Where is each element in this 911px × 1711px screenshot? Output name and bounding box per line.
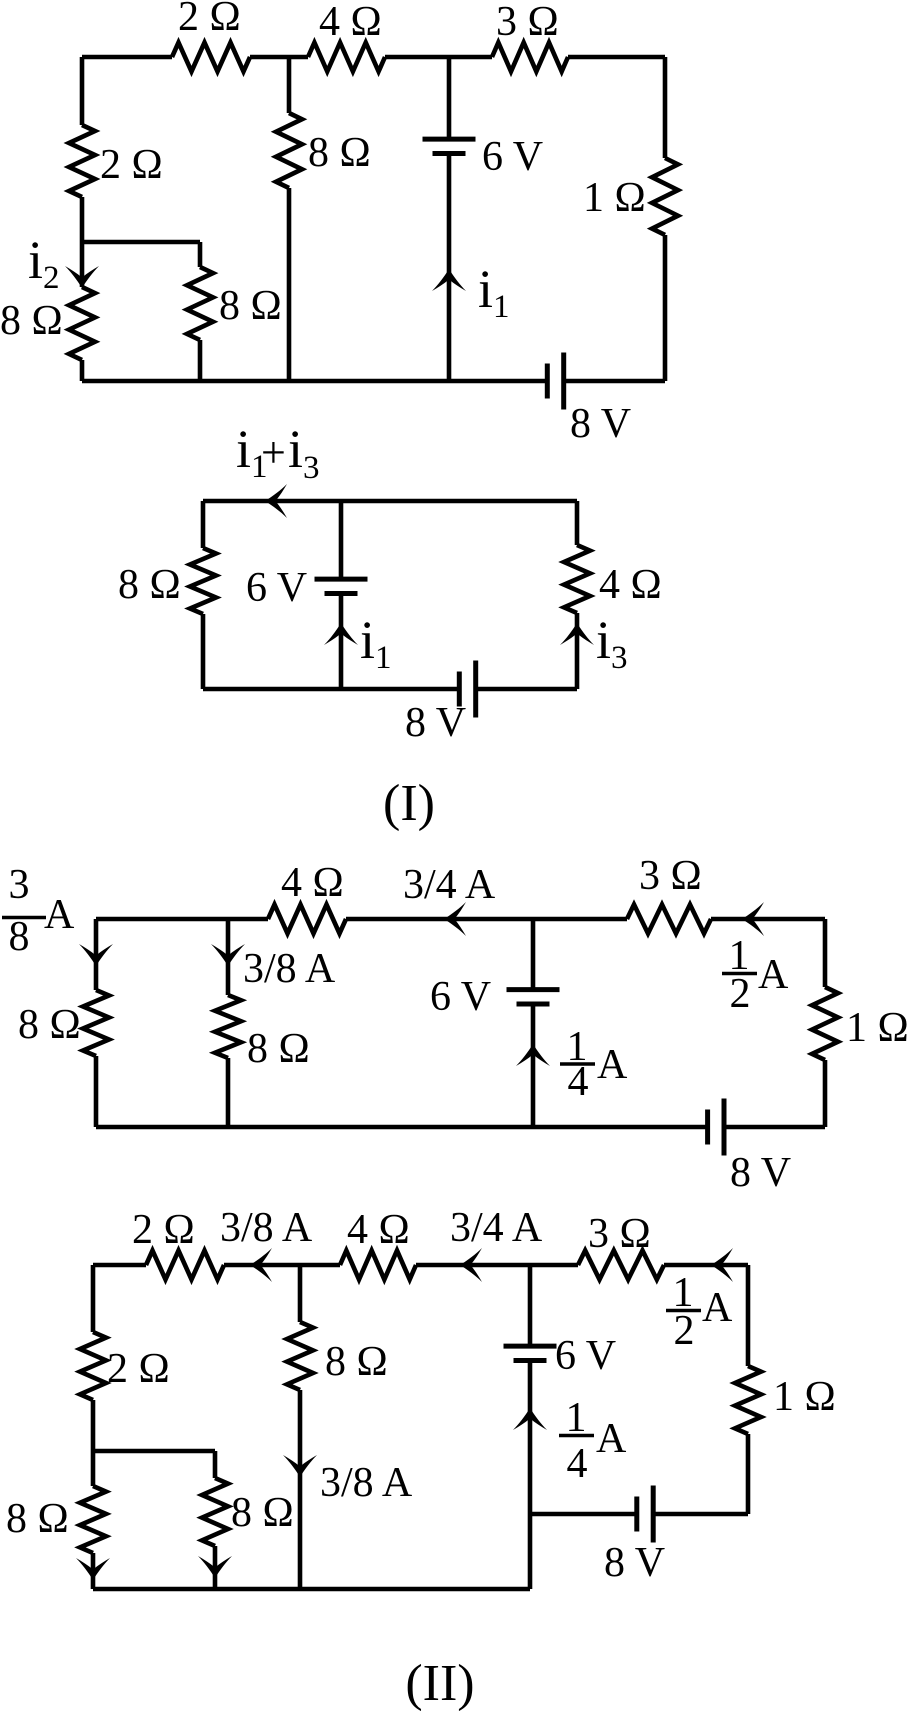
svg-text:(II): (II) — [405, 1655, 474, 1711]
svg-text:2: 2 — [43, 260, 60, 296]
svg-text:6 V: 6 V — [430, 974, 491, 1020]
svg-text:1 Ω: 1 Ω — [583, 175, 646, 221]
svg-text:8 Ω: 8 Ω — [0, 298, 63, 344]
svg-text:3 Ω: 3 Ω — [639, 853, 702, 899]
svg-text:i: i — [360, 610, 375, 670]
svg-text:1: 1 — [566, 1395, 587, 1441]
svg-text:i: i — [596, 610, 611, 670]
svg-text:8 Ω: 8 Ω — [6, 1496, 69, 1542]
svg-text:i: i — [478, 259, 493, 319]
svg-text:1: 1 — [493, 289, 510, 325]
svg-text:8 Ω: 8 Ω — [219, 283, 282, 329]
svg-text:3: 3 — [9, 862, 30, 908]
svg-text:4 Ω: 4 Ω — [347, 1207, 410, 1253]
svg-text:8 V: 8 V — [405, 700, 466, 746]
svg-text:A: A — [758, 952, 789, 998]
svg-text:1 Ω: 1 Ω — [773, 1374, 836, 1420]
svg-text:A: A — [597, 1042, 628, 1088]
svg-text:8: 8 — [9, 914, 30, 960]
svg-text:A: A — [44, 892, 75, 938]
svg-text:3/8 A: 3/8 A — [320, 1460, 413, 1506]
svg-text:3/8 A: 3/8 A — [243, 946, 336, 992]
svg-text:4 Ω: 4 Ω — [599, 562, 662, 608]
svg-text:3 Ω: 3 Ω — [588, 1211, 651, 1257]
svg-text:1 Ω: 1 Ω — [846, 1005, 909, 1051]
svg-text:(I): (I) — [383, 775, 435, 832]
svg-text:8 V: 8 V — [570, 401, 631, 447]
svg-text:A: A — [702, 1285, 733, 1331]
svg-text:3 Ω: 3 Ω — [496, 0, 559, 45]
svg-text:6 V: 6 V — [555, 1333, 616, 1379]
svg-text:1: 1 — [673, 1270, 694, 1316]
svg-text:8 Ω: 8 Ω — [247, 1026, 310, 1072]
svg-text:3: 3 — [303, 450, 320, 486]
svg-text:4: 4 — [567, 1441, 588, 1487]
svg-text:2 Ω: 2 Ω — [100, 142, 163, 188]
svg-text:1: 1 — [375, 640, 392, 676]
svg-text:8 Ω: 8 Ω — [231, 1490, 294, 1536]
svg-text:2: 2 — [674, 1308, 695, 1354]
svg-text:6 V: 6 V — [246, 565, 307, 611]
svg-text:3/4 A: 3/4 A — [403, 862, 496, 908]
svg-text:8 Ω: 8 Ω — [308, 130, 371, 176]
svg-text:8 V: 8 V — [730, 1150, 791, 1196]
svg-text:3: 3 — [611, 640, 628, 676]
svg-text:2: 2 — [730, 971, 751, 1017]
svg-text:A: A — [596, 1416, 627, 1462]
svg-text:1: 1 — [251, 449, 268, 485]
svg-text:8 Ω: 8 Ω — [18, 1002, 81, 1048]
svg-text:+: + — [261, 428, 286, 477]
svg-text:3/4 A: 3/4 A — [450, 1205, 543, 1251]
svg-text:6 V: 6 V — [482, 134, 543, 180]
svg-text:3/8 A: 3/8 A — [220, 1205, 313, 1251]
svg-text:i: i — [236, 419, 251, 479]
svg-text:8 Ω: 8 Ω — [118, 562, 181, 608]
svg-text:2 Ω: 2 Ω — [178, 0, 241, 40]
svg-text:i: i — [28, 230, 43, 290]
svg-text:4 Ω: 4 Ω — [319, 0, 382, 45]
svg-text:8 V: 8 V — [604, 1540, 665, 1586]
svg-text:1: 1 — [567, 1024, 588, 1070]
svg-text:4: 4 — [568, 1059, 589, 1105]
svg-text:i: i — [288, 419, 303, 479]
svg-text:4 Ω: 4 Ω — [281, 860, 344, 906]
svg-text:2 Ω: 2 Ω — [132, 1207, 195, 1253]
svg-text:1: 1 — [729, 933, 750, 979]
svg-text:2 Ω: 2 Ω — [107, 1346, 170, 1392]
svg-text:8 Ω: 8 Ω — [325, 1339, 388, 1385]
